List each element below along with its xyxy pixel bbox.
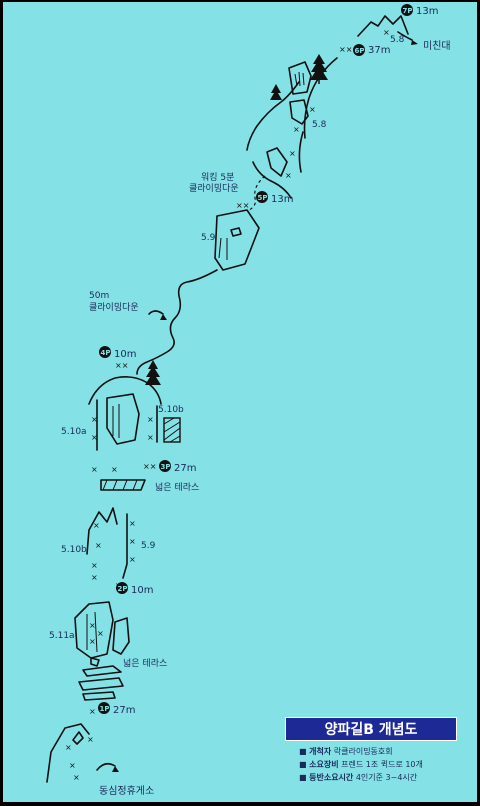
- pitch-3-area: × × ×× 3P 27m 넓은 테라스: [91, 460, 199, 493]
- svg-text:×: ×: [91, 573, 98, 582]
- svg-text:×: ×: [95, 541, 102, 550]
- pitch-3-marker: [159, 460, 171, 472]
- top-label: 미친대: [423, 40, 451, 52]
- rappel-label: 클라이밍다운: [89, 302, 139, 313]
- pitch-5-length: 13m: [271, 194, 293, 205]
- legend-row-gear: ■ 소요장비 프렌드 1조 퀵드로 10개: [299, 760, 423, 769]
- svg-text:6P: 6P: [355, 47, 365, 55]
- pitch-1-area: × × × 5.11a 넓은 테라스 × 1P 27m: [49, 601, 167, 716]
- svg-text:×: ×: [91, 415, 98, 424]
- grade-p1: 5.11a: [49, 631, 75, 641]
- svg-text:×: ×: [289, 149, 296, 158]
- arrow-icon: [112, 766, 119, 772]
- svg-text:7P: 7P: [403, 7, 413, 15]
- pitch-7-area: × 5.8 7P 13m 미친대: [357, 4, 451, 52]
- grade-p2-left: 5.10b: [61, 545, 87, 555]
- pitch-3-length: 27m: [174, 463, 196, 474]
- tree-icon: [270, 84, 282, 100]
- pitch-1-marker: [98, 702, 110, 714]
- pitch-7-length: 13m: [416, 6, 438, 17]
- walk-label: 워킹 5분: [201, 171, 234, 183]
- svg-text:×: ×: [69, 761, 76, 770]
- svg-text:×: ×: [87, 735, 94, 744]
- pitch-6-length: 37m: [368, 45, 390, 56]
- start-area: × × × × 동심정휴게소: [46, 723, 154, 797]
- svg-text:×: ×: [97, 629, 104, 638]
- pitch-2-area: × × × × × × 5.10b 5.9 × × 2P 10m: [61, 507, 156, 596]
- grade-p4-left: 5.10a: [61, 427, 87, 437]
- pitch-4-length: 10m: [114, 349, 136, 360]
- svg-text:×: ×: [285, 171, 292, 180]
- pitch-7-marker: [401, 4, 413, 16]
- svg-text:5P: 5P: [258, 194, 268, 202]
- svg-text:×: ×: [65, 743, 72, 752]
- svg-text:×: ×: [91, 561, 98, 570]
- svg-text:××: ××: [339, 45, 352, 54]
- rappel-distance: 50m: [89, 291, 109, 301]
- grade-p5: 5.9: [201, 233, 216, 243]
- walk-path: [248, 175, 266, 211]
- svg-text:×: ×: [91, 433, 98, 442]
- descent-path: [136, 269, 218, 375]
- walk-label-2: 클라이밍다운: [189, 183, 239, 194]
- arrow-icon: [160, 314, 167, 320]
- svg-text:×: ×: [147, 415, 154, 424]
- svg-text:×: ×: [309, 105, 316, 114]
- pitch-6-area: 6P 37m ×× × 5.8 × × ×: [246, 44, 390, 199]
- tree-icon: [145, 360, 161, 385]
- pitch-4-area: 4P 10m ×× × × × × 5.10a 5.10b: [61, 346, 184, 451]
- svg-text:×: ×: [383, 28, 390, 37]
- route-topo-drawing: × 5.8 7P 13m 미친대 6P 37m ×× × 5.8 × × × 워…: [46, 4, 451, 797]
- svg-text:×: ×: [129, 537, 136, 546]
- start-label: 동심정휴게소: [99, 785, 154, 797]
- legend-row-pioneer: ■ 개척자 락클라이밍동호회: [299, 747, 393, 756]
- legend-row-time: ■ 등반소요시간 4인기준 3~4시간: [299, 773, 418, 782]
- svg-text:×: ×: [147, 433, 154, 442]
- svg-text:×: ×: [89, 707, 96, 716]
- svg-text:2P: 2P: [118, 585, 128, 593]
- svg-text:×: ×: [93, 521, 100, 530]
- pitch-2-marker: [116, 582, 128, 594]
- svg-text:×: ×: [111, 465, 118, 474]
- svg-text:×: ×: [129, 519, 136, 528]
- pitch-6-marker: [353, 44, 365, 56]
- svg-text:×: ×: [89, 621, 96, 630]
- svg-text:×: ×: [129, 555, 136, 564]
- svg-text:××: ××: [236, 201, 249, 210]
- pitch-1-length: 27m: [113, 705, 135, 716]
- svg-text:4P: 4P: [101, 349, 111, 357]
- pitch-5-marker: [256, 191, 268, 203]
- pitch-2-length: 10m: [131, 585, 153, 596]
- svg-text:××: ××: [143, 462, 156, 471]
- svg-text:×: ×: [89, 637, 96, 646]
- svg-text:×: ×: [293, 125, 300, 134]
- route-topo-map: × 5.8 7P 13m 미친대 6P 37m ×× × 5.8 × × × 워…: [3, 2, 477, 802]
- svg-text:×: ×: [91, 465, 98, 474]
- terrace-upper-label: 넓은 테라스: [155, 482, 199, 493]
- terrace-lower-label: 넓은 테라스: [123, 658, 167, 669]
- svg-text:×: ×: [73, 773, 80, 782]
- legend: ■ 개척자 락클라이밍동호회 ■ 소요장비 프렌드 1조 퀵드로 10개 ■ 등…: [299, 746, 475, 785]
- grade-p6: 5.8: [312, 120, 327, 130]
- grade-p2-right: 5.9: [141, 541, 156, 551]
- tree-icon: [310, 54, 328, 80]
- pitch-5-area: 5P 13m ×× 5.9: [201, 191, 293, 271]
- legend-title: 양파길B 개념도: [285, 717, 457, 741]
- pitch-4-marker: [99, 346, 111, 358]
- svg-text:1P: 1P: [100, 705, 110, 713]
- svg-text:××: ××: [115, 361, 128, 370]
- svg-text:3P: 3P: [161, 463, 171, 471]
- grade-p4-right: 5.10b: [158, 405, 184, 415]
- grade-p7: 5.8: [390, 35, 405, 45]
